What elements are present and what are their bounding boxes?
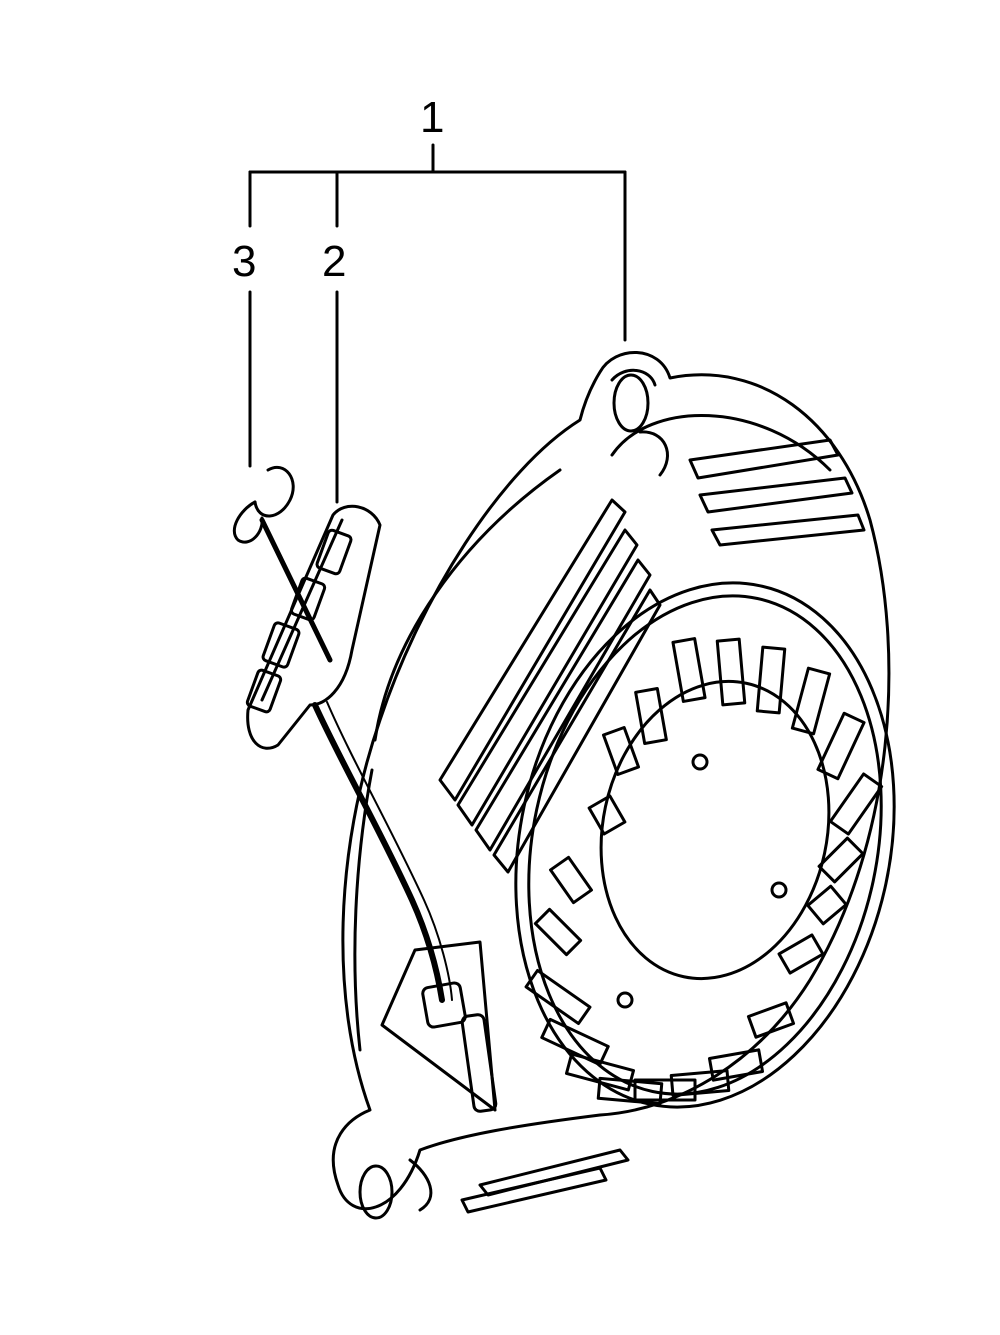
callout-3-label: 3 xyxy=(232,237,257,286)
rope-knot-end xyxy=(232,465,333,663)
callout-2-label: 2 xyxy=(322,237,347,286)
leader-lines xyxy=(248,143,627,504)
cooling-slots xyxy=(524,637,884,1106)
side-fins xyxy=(438,438,866,1214)
starter-cover-face xyxy=(514,581,896,1109)
starter-housing-flange xyxy=(331,350,891,1220)
starter-rope xyxy=(312,701,453,1003)
callout-1-label: 1 xyxy=(420,93,445,142)
rope-guide xyxy=(380,940,498,1113)
